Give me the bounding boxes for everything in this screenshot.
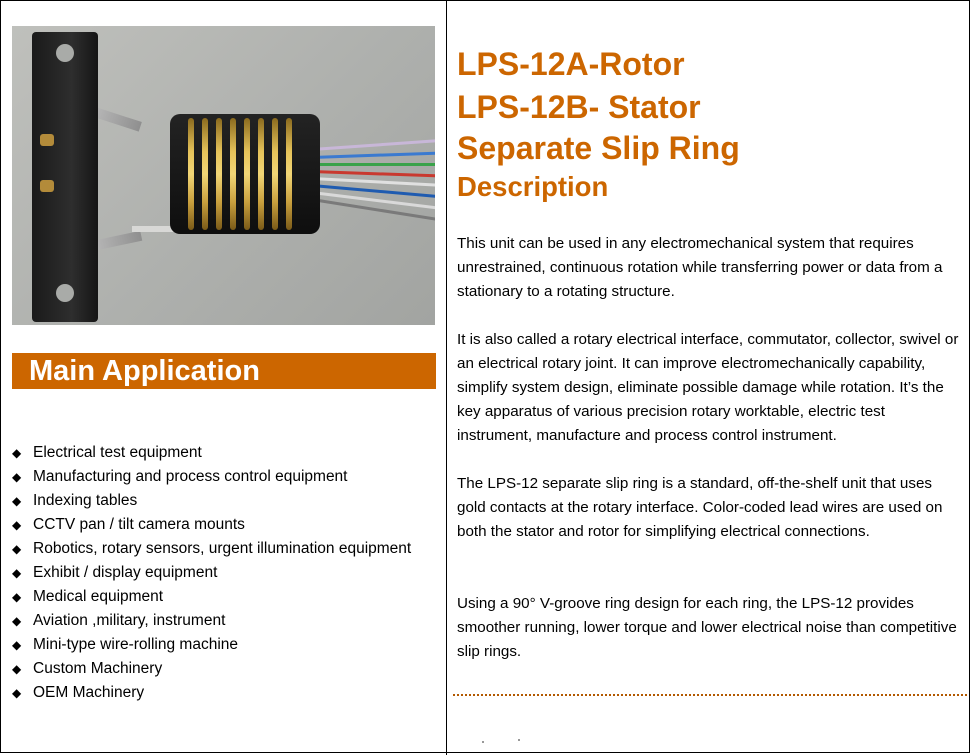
diamond-bullet-icon: ◆ <box>12 590 22 604</box>
list-item: ◆Mini-type wire-rolling machine <box>12 634 411 658</box>
diamond-bullet-icon: ◆ <box>12 638 22 652</box>
contact-pin <box>40 180 54 192</box>
description-paragraph: It is also called a rotary electrical in… <box>457 331 959 444</box>
list-item: ◆OEM Machinery <box>12 682 411 706</box>
lead-wire <box>311 139 435 151</box>
product-title-rotor: LPS-12A-Rotor <box>457 46 685 82</box>
list-item: ◆Exhibit / display equipment <box>12 562 411 586</box>
gold-ring <box>202 118 208 230</box>
diamond-bullet-icon: ◆ <box>12 662 22 676</box>
description-paragraph: Using a 90° V-groove ring design for eac… <box>457 595 957 660</box>
gold-ring <box>188 118 194 230</box>
product-title-stator: LPS-12B- Stator <box>457 89 701 125</box>
gold-ring <box>258 118 264 230</box>
column-divider <box>446 0 447 755</box>
list-item: ◆Indexing tables <box>12 490 411 514</box>
artifact-dot <box>482 741 484 743</box>
diamond-bullet-icon: ◆ <box>12 542 22 556</box>
product-title-type: Separate Slip Ring <box>457 130 740 166</box>
diamond-bullet-icon: ◆ <box>12 470 22 484</box>
dotted-divider <box>453 694 967 696</box>
description-heading: Description <box>457 171 609 202</box>
list-item: ◆Aviation ,military, instrument <box>12 610 411 634</box>
diamond-bullet-icon: ◆ <box>12 686 22 700</box>
list-item: ◆Medical equipment <box>12 586 411 610</box>
diamond-bullet-icon: ◆ <box>12 446 22 460</box>
list-item: ◆Manufacturing and process control equip… <box>12 466 411 490</box>
stator-block <box>32 32 98 322</box>
diamond-bullet-icon: ◆ <box>12 518 22 532</box>
main-application-heading: Main Application <box>12 353 436 389</box>
gold-ring <box>216 118 222 230</box>
gold-ring <box>244 118 250 230</box>
diamond-bullet-icon: ◆ <box>12 566 22 580</box>
slip-ring-rotor <box>170 114 320 234</box>
application-list: ◆Electrical test equipment ◆Manufacturin… <box>12 442 411 706</box>
diamond-bullet-icon: ◆ <box>12 614 22 628</box>
list-item: ◆Electrical test equipment <box>12 442 411 466</box>
gold-ring <box>230 118 236 230</box>
lead-wire <box>311 151 435 159</box>
description-paragraph: This unit can be used in any electromech… <box>457 235 943 300</box>
artifact-dot <box>518 739 520 741</box>
gold-ring <box>286 118 292 230</box>
description-paragraph: The LPS-12 separate slip ring is a stand… <box>457 475 943 540</box>
list-item: ◆CCTV pan / tilt camera mounts <box>12 514 411 538</box>
product-photo <box>12 26 435 325</box>
list-item: ◆Robotics, rotary sensors, urgent illumi… <box>12 538 411 562</box>
gold-ring <box>272 118 278 230</box>
lead-wire <box>312 163 435 166</box>
diamond-bullet-icon: ◆ <box>12 494 22 508</box>
list-item: ◆Custom Machinery <box>12 658 411 682</box>
mount-hole-top <box>56 44 74 62</box>
contact-pin <box>40 134 54 146</box>
lead-wire <box>311 170 435 178</box>
rotor-shaft <box>132 226 192 232</box>
mount-hole-bottom <box>56 284 74 302</box>
